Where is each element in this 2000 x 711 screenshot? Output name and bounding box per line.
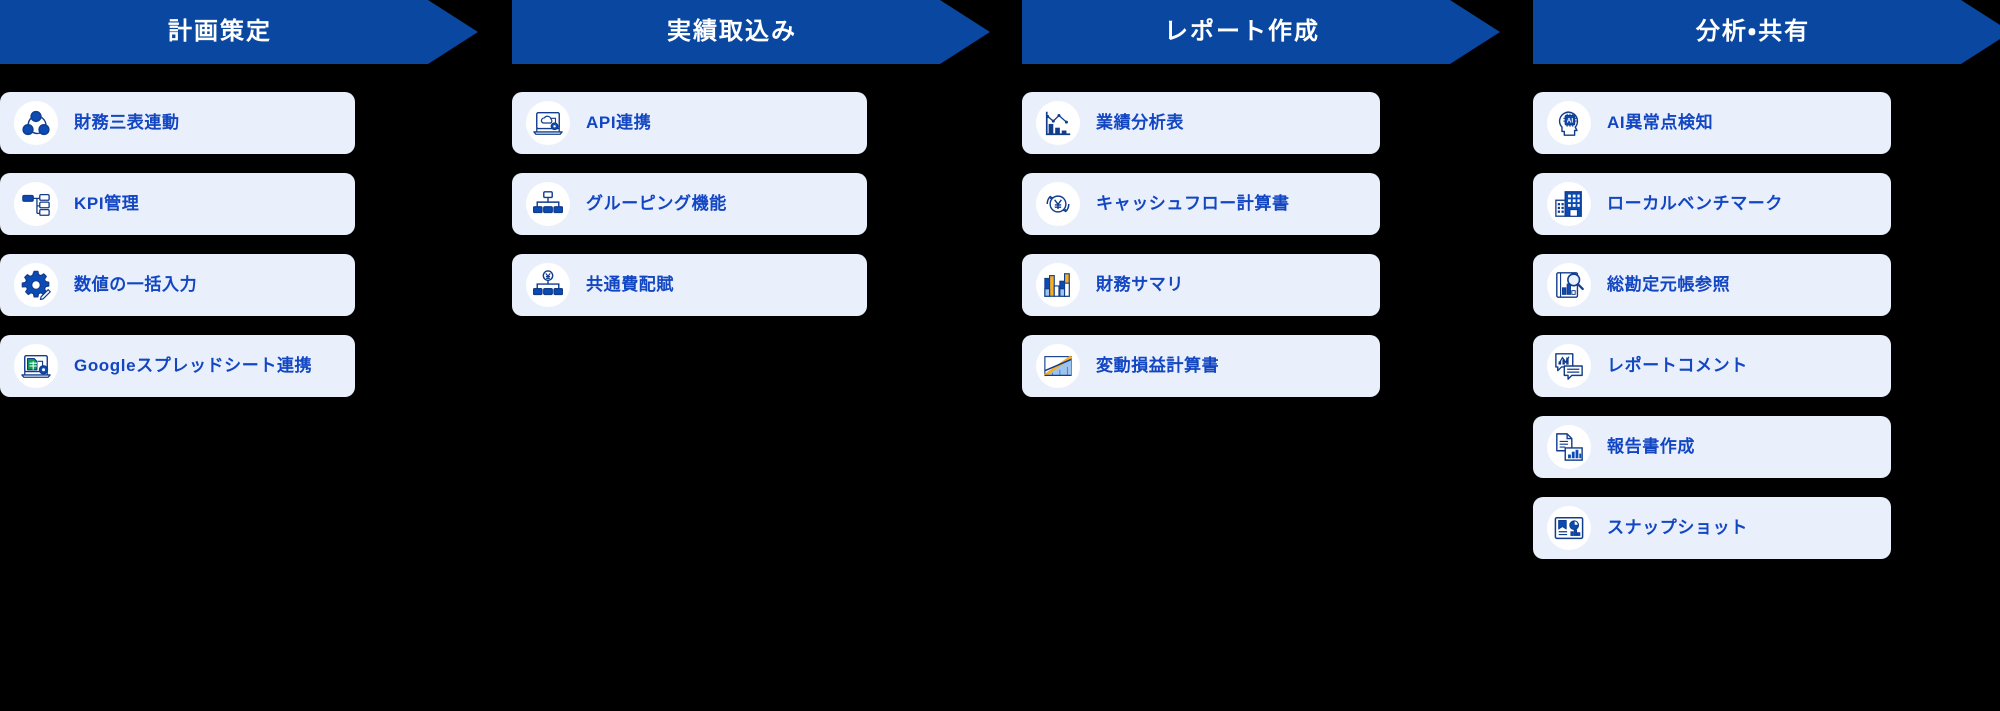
stage-header-label: 計画策定 xyxy=(168,18,272,45)
buildings-icon xyxy=(1547,182,1591,226)
feature-card[interactable]: スナップショット xyxy=(1533,497,1891,559)
grouped-bar-chart-icon xyxy=(1036,263,1080,307)
feature-card-label: API連携 xyxy=(586,112,652,132)
feature-card-label: 共通費配賦 xyxy=(586,274,674,294)
feature-card-label: グルーピング機能 xyxy=(586,193,727,213)
feature-card-label: ローカルベンチマーク xyxy=(1607,193,1783,213)
flow-stage-column: レポート作成 業績分析表 キャッシュフロー計算書 xyxy=(1022,0,1477,711)
feature-card-list: AI AI異常点検知 ローカルベンチマーク xyxy=(1533,92,1988,559)
feature-card[interactable]: グルーピング機能 xyxy=(512,173,867,235)
stage-header-1: 計画策定 xyxy=(0,0,478,64)
feature-card-label: 変動損益計算書 xyxy=(1096,355,1220,375)
feature-card-label: 財務サマリ xyxy=(1096,274,1184,294)
yen-cycle-icon xyxy=(1036,182,1080,226)
gear-pencil-icon xyxy=(14,263,58,307)
feature-card[interactable]: 報告書作成 xyxy=(1533,416,1891,478)
chart-comment-bubble-icon xyxy=(1547,344,1591,388)
three-circles-link-icon xyxy=(14,101,58,145)
stage-header-2: 実績取込み xyxy=(512,0,990,64)
feature-card[interactable]: AI AI異常点検知 xyxy=(1533,92,1891,154)
stage-header-3: レポート作成 xyxy=(1022,0,1500,64)
feature-card[interactable]: 業績分析表 xyxy=(1022,92,1380,154)
feature-card[interactable]: API連携 xyxy=(512,92,867,154)
stage-header-4: 分析・共有 xyxy=(1533,0,2000,64)
feature-card[interactable]: 総勘定元帳参照 xyxy=(1533,254,1891,316)
document-chart-icon xyxy=(1547,425,1591,469)
laptop-cloud-icon xyxy=(526,101,570,145)
feature-card-label: レポートコメント xyxy=(1607,355,1748,375)
org-tree-icon xyxy=(526,182,570,226)
laptop-spreadsheet-icon xyxy=(14,344,58,388)
flow-stage-column: 分析・共有 AI AI異常点検知 ローカルベンチマーク xyxy=(1533,0,1988,711)
feature-card-label: 総勘定元帳参照 xyxy=(1607,274,1731,294)
area-trend-chart-icon xyxy=(1036,344,1080,388)
feature-card-list: API連携 グルーピング機能 共通費配賦 xyxy=(512,92,967,316)
stage-header-label: 実績取込み xyxy=(667,18,797,45)
feature-card-label: 数値の一括入力 xyxy=(74,274,198,294)
feature-card-label: 財務三表連動 xyxy=(74,112,180,132)
feature-card[interactable]: キャッシュフロー計算書 xyxy=(1022,173,1380,235)
feature-card[interactable]: 財務サマリ xyxy=(1022,254,1380,316)
stage-header-label: レポート作成 xyxy=(1164,18,1320,45)
feature-card[interactable]: KPI管理 xyxy=(0,173,355,235)
stage-header-label: 分析・共有 xyxy=(1695,18,1811,45)
bar-line-chart-icon xyxy=(1036,101,1080,145)
feature-card-label: AI異常点検知 xyxy=(1607,112,1714,132)
feature-card-label: 報告書作成 xyxy=(1607,436,1695,456)
yen-allocation-tree-icon xyxy=(526,263,570,307)
ledger-magnifier-icon xyxy=(1547,263,1591,307)
flow-stage-column: 実績取込み API連携 グルーピング機能 共通費配賦 xyxy=(512,0,967,711)
feature-card[interactable]: 共通費配賦 xyxy=(512,254,867,316)
feature-card[interactable]: 変動損益計算書 xyxy=(1022,335,1380,397)
ai-head-chip-icon: AI xyxy=(1547,101,1591,145)
feature-card-list: 業績分析表 キャッシュフロー計算書 財務サマリ 変動損益計算書 xyxy=(1022,92,1477,397)
feature-card[interactable]: 財務三表連動 xyxy=(0,92,355,154)
feature-card-label: スナップショット xyxy=(1607,517,1748,537)
feature-card[interactable]: 数値の一括入力 xyxy=(0,254,355,316)
feature-card-label: 業績分析表 xyxy=(1096,112,1184,132)
feature-card-list: 財務三表連動 KPI管理 数値の一括入力 Googleスプレッドシート連携 xyxy=(0,92,455,397)
snapshot-report-icon xyxy=(1547,506,1591,550)
svg-text:AI: AI xyxy=(1567,118,1574,125)
kpi-tree-icon xyxy=(14,182,58,226)
feature-card-label: KPI管理 xyxy=(74,193,140,213)
feature-card[interactable]: Googleスプレッドシート連携 xyxy=(0,335,355,397)
flow-stage-column: 計画策定 財務三表連動 KPI管理 数値の一括入力 xyxy=(0,0,455,711)
feature-card-label: キャッシュフロー計算書 xyxy=(1096,193,1290,213)
feature-card[interactable]: レポートコメント xyxy=(1533,335,1891,397)
feature-card-label: Googleスプレッドシート連携 xyxy=(74,355,313,375)
feature-card[interactable]: ローカルベンチマーク xyxy=(1533,173,1891,235)
